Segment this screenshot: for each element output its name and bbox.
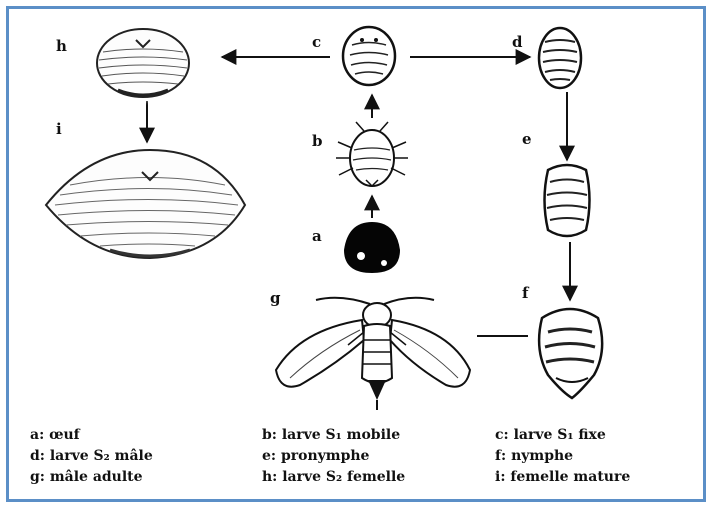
- legend-row: a: œuf b: larve S₁ mobile c: larve S₁ fi…: [30, 427, 706, 448]
- female-larva-icon: [87, 26, 199, 101]
- legend-item-i: i: femelle mature: [495, 469, 630, 485]
- stage-label-b: b: [312, 132, 323, 150]
- stage-label-i: i: [56, 120, 62, 138]
- male-larva-icon: [539, 28, 581, 88]
- legend-item-c: c: larve S₁ fixe: [495, 427, 606, 443]
- stage-label-c: c: [312, 33, 321, 51]
- stage-label-g: g: [270, 289, 281, 307]
- legend-item-d: d: larve S₂ mâle: [30, 448, 153, 464]
- legend-item-g: g: mâle adulte: [30, 469, 143, 485]
- stage-label-f: f: [522, 284, 528, 302]
- nymph-icon: [539, 309, 602, 398]
- stage-label-a: a: [312, 227, 322, 245]
- stage-label-e: e: [522, 130, 532, 148]
- fixed-larva-icon: [343, 27, 395, 85]
- legend-item-e: e: pronymphe: [262, 448, 369, 464]
- legend: a: œuf b: larve S₁ mobile c: larve S₁ fi…: [30, 427, 706, 490]
- adult-male-insect-icon: [260, 285, 477, 415]
- stage-label-d: d: [512, 33, 523, 51]
- stage-label-h: h: [56, 37, 67, 55]
- mature-female-icon: [46, 150, 245, 258]
- mobile-larva-icon: [336, 122, 408, 186]
- legend-row: g: mâle adulte h: larve S₂ femelle i: fe…: [30, 469, 706, 490]
- legend-item-f: f: nymphe: [495, 448, 573, 464]
- legend-item-b: b: larve S₁ mobile: [262, 427, 400, 443]
- egg-icon: [344, 222, 400, 273]
- legend-item-a: a: œuf: [30, 427, 80, 443]
- legend-row: d: larve S₂ mâle e: pronymphe f: nymphe: [30, 448, 706, 469]
- legend-item-h: h: larve S₂ femelle: [262, 469, 405, 485]
- pronymph-icon: [545, 165, 590, 236]
